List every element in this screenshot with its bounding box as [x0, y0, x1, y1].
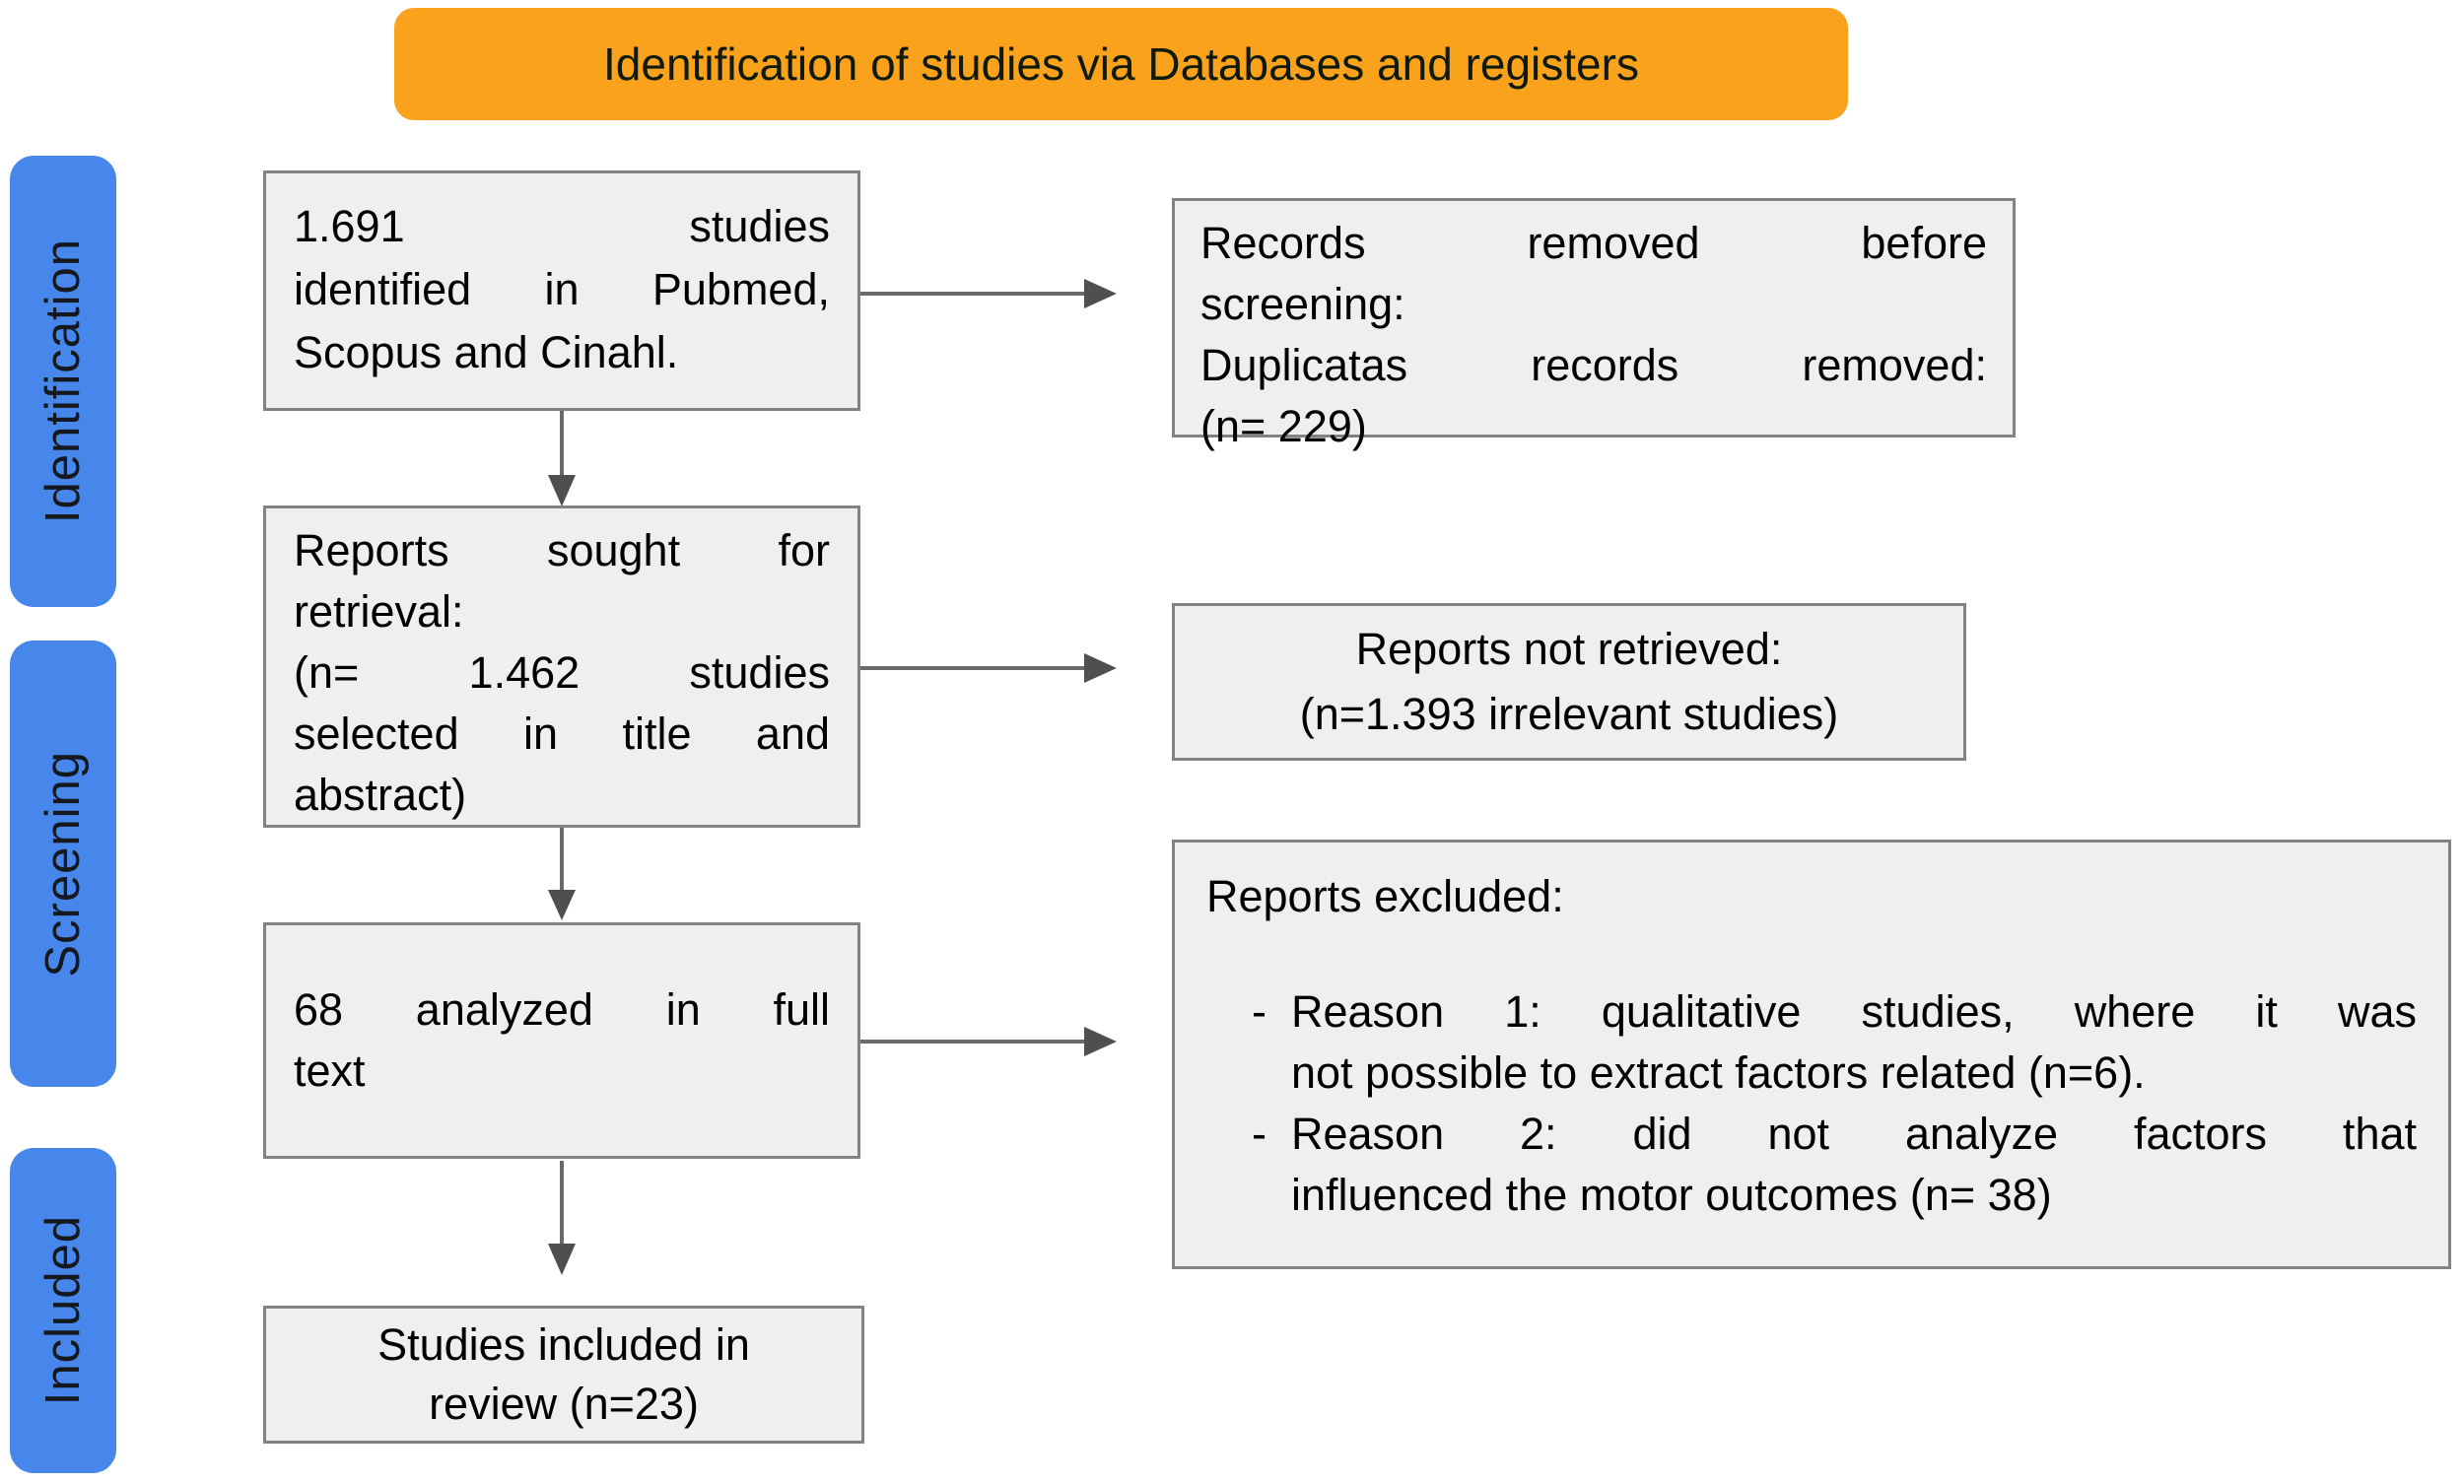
arrowhead-right-icon — [1084, 1027, 1117, 1056]
stage-bar-screening: Screening — [10, 641, 116, 1087]
box-text-line: Reason 2: did not analyze factors that — [1291, 1109, 2417, 1159]
box-text-line: Records removed before — [1200, 218, 1987, 268]
box-text-line: review (n=23) — [429, 1379, 699, 1429]
box-text-line: identified in Pubmed, — [294, 264, 830, 314]
box-text-line: selected in title and — [294, 708, 830, 759]
box-text-line: (n=1.393 irrelevant studies) — [1299, 689, 1839, 739]
box-text-line: 68 analyzed in full — [294, 984, 830, 1035]
stage-label-identification: Identification — [36, 238, 90, 524]
box-reports-not-retrieved: Reports not retrieved: (n=1.393 irreleva… — [1172, 603, 1966, 761]
stage-label-included: Included — [36, 1215, 90, 1406]
box-studies-included: Studies included in review (n=23) — [263, 1306, 864, 1444]
box-text-line: not possible to extract factors related … — [1291, 1047, 2146, 1098]
stage-bar-included: Included — [10, 1148, 116, 1473]
diagram-title: Identification of studies via Databases … — [603, 38, 1639, 90]
stage-bar-identification: Identification — [10, 156, 116, 607]
box-text-line: Reports not retrieved: — [1355, 624, 1783, 674]
box-text-line: screening: — [1200, 279, 1405, 329]
box-text-line: 1.691 studies — [294, 201, 830, 251]
arrowhead-down-icon — [548, 1244, 576, 1275]
arrowhead-down-icon — [548, 475, 576, 506]
box-text-line: (n= 1.462 studies — [294, 647, 830, 698]
excluded-title: Reports excluded: — [1206, 871, 1564, 921]
box-records-removed: Records removed before screening: Duplic… — [1172, 198, 2016, 451]
arrowhead-down-icon — [548, 890, 576, 920]
bullet-dash: - — [1252, 986, 1266, 1037]
stage-label-screening: Screening — [36, 750, 90, 978]
box-text-line: abstract) — [294, 770, 467, 820]
excluded-reason-2: - Reason 2: did not analyze factors that… — [1206, 1104, 2417, 1226]
box-text-line: Reports sought for — [294, 525, 830, 575]
box-text-line: influenced the motor outcomes (n= 38) — [1291, 1170, 2052, 1220]
box-text-line: retrieval: — [294, 586, 464, 637]
box-reports-excluded: Reports excluded: - Reason 1: qualitativ… — [1172, 840, 2451, 1269]
excluded-reason-1: - Reason 1: qualitative studies, where i… — [1206, 981, 2417, 1104]
box-reports-sought: Reports sought for retrieval: (n= 1.462 … — [263, 506, 860, 828]
excluded-reason-2-text: Reason 2: did not analyze factors that i… — [1291, 1104, 2417, 1226]
excluded-reason-1-text: Reason 1: qualitative studies, where it … — [1291, 981, 2417, 1104]
box-text-line: Scopus and Cinahl. — [294, 327, 679, 377]
arrowhead-right-icon — [1084, 279, 1117, 308]
box-text-line: Studies included in — [377, 1319, 750, 1370]
diagram-title-banner: Identification of studies via Databases … — [394, 8, 1848, 120]
box-studies-identified: 1.691 studies identified in Pubmed, Scop… — [263, 170, 860, 411]
box-fulltext-analyzed: 68 analyzed in full text — [263, 922, 860, 1159]
box-text-line: Duplicatas records removed: — [1200, 340, 1987, 390]
box-text-line: text — [294, 1046, 366, 1096]
bullet-dash: - — [1252, 1109, 1266, 1159]
box-text-line: Reason 1: qualitative studies, where it … — [1291, 986, 2417, 1037]
arrowhead-right-icon — [1084, 653, 1117, 683]
box-text-line: (n= 229) — [1200, 401, 1367, 451]
